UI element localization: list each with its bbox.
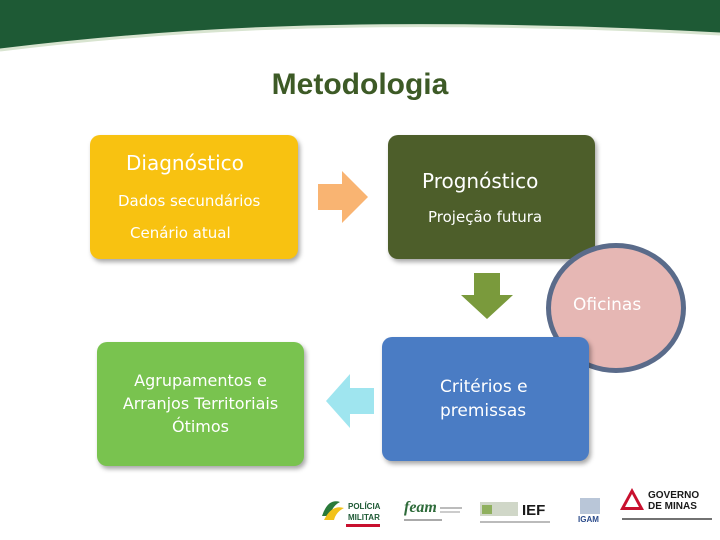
prognostico-box: Prognóstico Projeção futura bbox=[388, 135, 595, 259]
criterios-line1: Critérios e bbox=[440, 377, 528, 397]
prognostico-heading: Prognóstico bbox=[422, 169, 539, 193]
feam-text: feam bbox=[404, 499, 437, 516]
agrupamentos-box: Agrupamentos e Arranjos Territoriais Óti… bbox=[97, 342, 304, 466]
diagnostico-line2: Cenário atual bbox=[130, 224, 231, 242]
agrupamentos-line1: Agrupamentos e bbox=[134, 371, 267, 390]
igam-text: IGAM bbox=[578, 515, 599, 524]
arrow-right-icon bbox=[318, 171, 368, 223]
governo-text-1: GOVERNO bbox=[648, 490, 699, 501]
criterios-box: Critérios e premissas bbox=[382, 337, 589, 461]
arrow-left-icon bbox=[326, 374, 374, 428]
policia-text-2: MILITAR bbox=[348, 513, 380, 522]
header-swoosh bbox=[0, 0, 720, 60]
feam-logo: feam bbox=[404, 499, 462, 521]
diagnostico-box: Diagnóstico Dados secundários Cenário at… bbox=[90, 135, 298, 259]
policia-text-1: POLÍCIA bbox=[348, 502, 381, 511]
ief-logo: IEF bbox=[480, 502, 550, 523]
ief-text: IEF bbox=[522, 502, 545, 519]
agrupamentos-line2: Arranjos Territoriais bbox=[122, 394, 279, 413]
prognostico-line1: Projeção futura bbox=[428, 208, 543, 226]
page-title: Metodologia bbox=[271, 68, 449, 101]
diagnostico-heading: Diagnóstico bbox=[126, 151, 244, 175]
agrupamentos-line3: Ótimos bbox=[171, 417, 230, 436]
governo-minas-logo: GOVERNO DE MINAS bbox=[620, 488, 712, 520]
oficinas-label: Oficinas bbox=[573, 295, 642, 315]
governo-text-2: DE MINAS bbox=[648, 501, 697, 512]
igam-logo: IGAM bbox=[578, 498, 600, 524]
arrow-down-icon bbox=[461, 273, 513, 319]
policia-militar-logo: POLÍCIA MILITAR bbox=[322, 501, 381, 527]
criterios-line2: premissas bbox=[440, 401, 527, 421]
diagnostico-line1: Dados secundários bbox=[118, 192, 261, 210]
partner-logos: POLÍCIA MILITAR feam IEF IGAM GOVERNO DE… bbox=[0, 480, 720, 540]
